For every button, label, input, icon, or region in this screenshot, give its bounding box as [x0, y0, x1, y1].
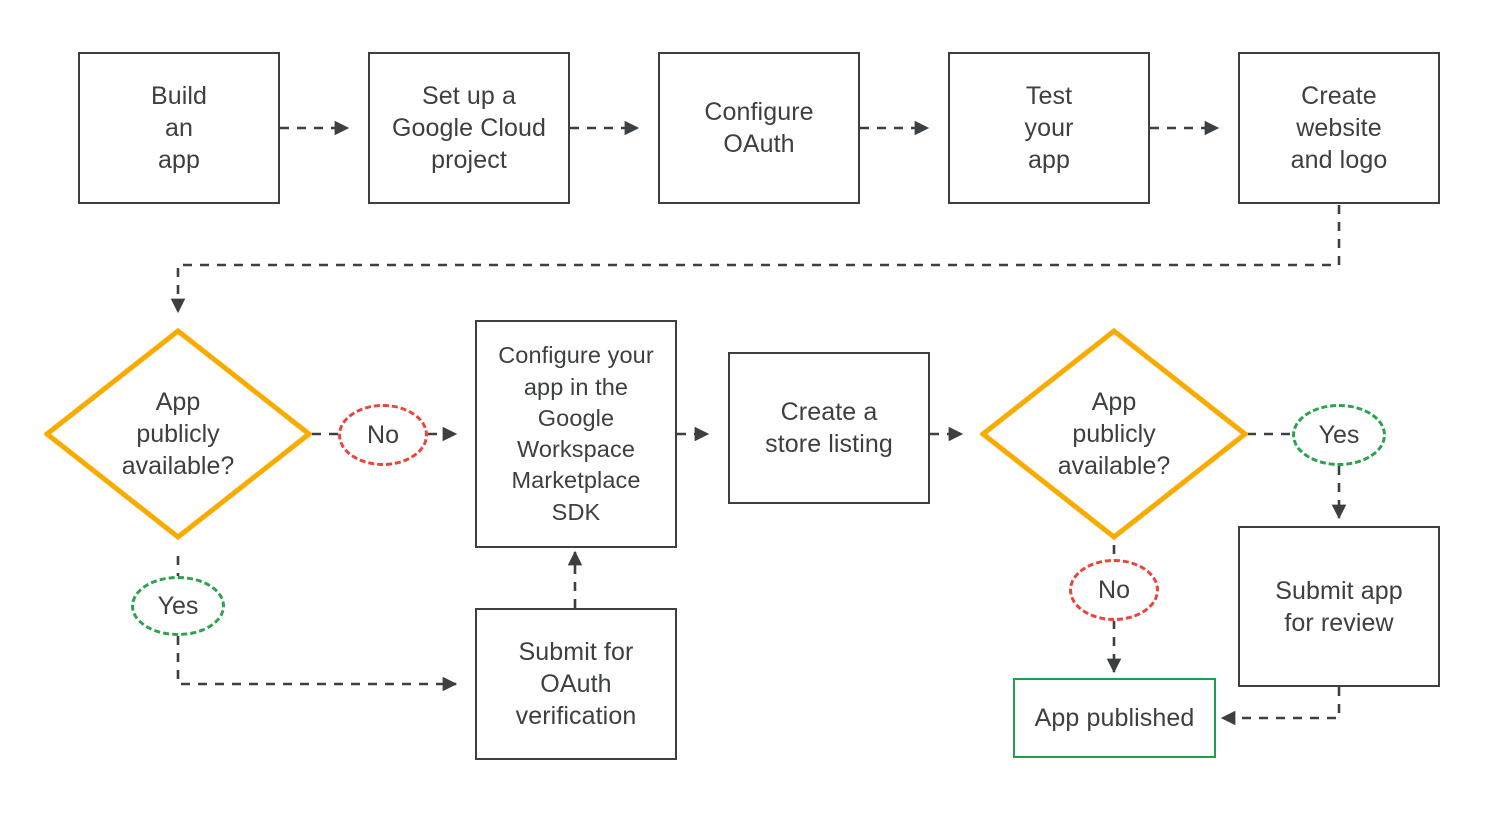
node-configure-app-marketplace-sdk[interactable]: Configure your app in the Google Workspa… [475, 320, 677, 548]
edge-website-to-decision1 [170, 205, 1341, 314]
node-label: Test your app [1024, 82, 1074, 174]
edge-label-no-2: No [1069, 559, 1159, 621]
node-submit-app-for-review[interactable]: Submit app for review [1238, 526, 1440, 687]
node-label: Set up a Google Cloud project [391, 82, 547, 174]
node-label: Submit app for review [1275, 576, 1403, 637]
node-create-a-store-listing[interactable]: Create a store listing [728, 352, 930, 504]
node-create-website-and-logo[interactable]: Create website and logo [1238, 52, 1440, 204]
edge-label-text: Yes [1318, 420, 1360, 449]
edge-label-text: Yes [157, 591, 199, 620]
edge-label-no-1: No [338, 404, 428, 466]
node-build-an-app[interactable]: Build an app [78, 52, 280, 204]
node-label: Submit for OAuth verification [515, 638, 637, 730]
edge-label-yes-2: Yes [1292, 404, 1386, 466]
edge-label-text: No [367, 420, 399, 449]
edge-submit-review-to-published [1220, 687, 1341, 726]
node-configure-oauth[interactable]: Configure OAuth [658, 52, 860, 204]
diamond-shape [980, 328, 1248, 540]
node-label: App published [1034, 704, 1195, 732]
node-label: Configure OAuth [704, 98, 814, 158]
node-app-published[interactable]: App published [1013, 678, 1216, 758]
edge-label-text: No [1098, 575, 1130, 604]
node-label: Build an app [150, 82, 208, 174]
node-label: Configure your app in the Google Workspa… [498, 342, 654, 525]
diamond-shape [44, 328, 312, 540]
node-label: Create a store listing [765, 398, 893, 458]
edge-label-yes-1: Yes [131, 576, 225, 636]
node-decision-app-publicly-available-2[interactable]: App publicly available? [980, 328, 1248, 540]
node-google-cloud-project[interactable]: Set up a Google Cloud project [368, 52, 570, 204]
node-submit-for-oauth-verification[interactable]: Submit for OAuth verification [475, 608, 677, 760]
node-label: Create website and logo [1290, 82, 1388, 174]
node-test-your-app[interactable]: Test your app [948, 52, 1150, 204]
node-decision-app-publicly-available-1[interactable]: App publicly available? [44, 328, 312, 540]
